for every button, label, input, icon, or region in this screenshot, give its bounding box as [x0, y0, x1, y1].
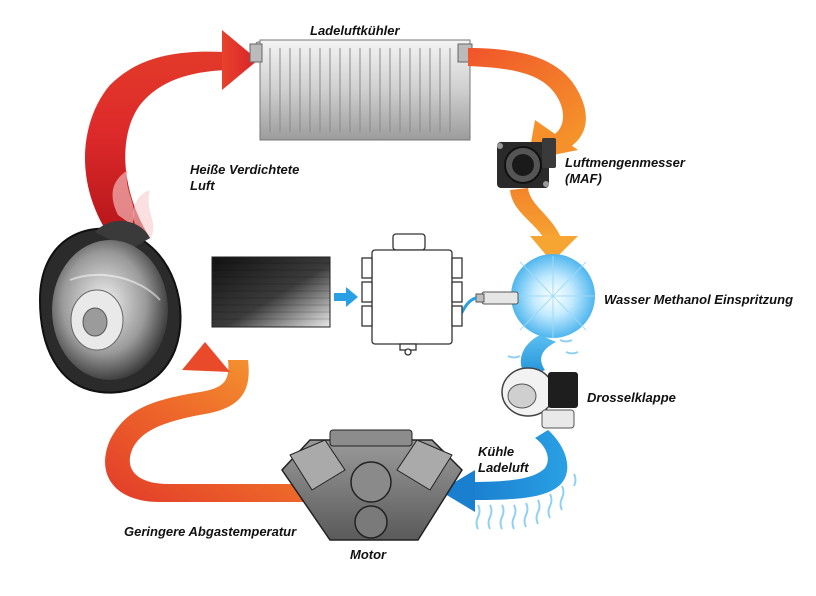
throttle-label: Drosselklappe	[587, 390, 676, 405]
exhaust-label: Geringere Abgastemperatur	[124, 524, 297, 539]
throttle-body	[501, 367, 578, 429]
injection-label: Wasser Methanol Einspritzung	[604, 292, 794, 307]
metered-air-arrow	[510, 188, 578, 262]
maf-label-line1: Luftmengenmesser	[565, 155, 685, 170]
fluid-flow-arrow	[334, 287, 358, 307]
hot-air-label: Heiße Verdichtete Luft	[190, 162, 299, 194]
cool-air-label-line1: Kühle	[478, 444, 515, 459]
heat-exchanger-panel	[211, 256, 331, 328]
cool-air-label-line2: Ladeluft	[478, 460, 529, 475]
engine-label: Motor	[350, 547, 387, 562]
turbocharger	[38, 220, 182, 394]
pump-controller-box	[361, 233, 463, 356]
maf-label: Luftmengenmesser (MAF)	[565, 155, 685, 187]
intercooler-label: Ladeluftkühler	[310, 23, 400, 38]
maf-label-line2: (MAF)	[565, 171, 602, 186]
intercooler	[249, 39, 473, 141]
hot-air-label-line2: Luft	[190, 178, 215, 193]
cool-air-label: Kühle Ladeluft	[478, 444, 529, 476]
maf-sensor	[497, 138, 556, 188]
cool-air-arrow	[440, 335, 579, 530]
water-methanol-spray	[511, 254, 595, 338]
hot-air-label-line1: Heiße Verdichtete	[190, 162, 300, 177]
engine	[281, 429, 463, 541]
hot-air-arrow	[85, 30, 258, 250]
